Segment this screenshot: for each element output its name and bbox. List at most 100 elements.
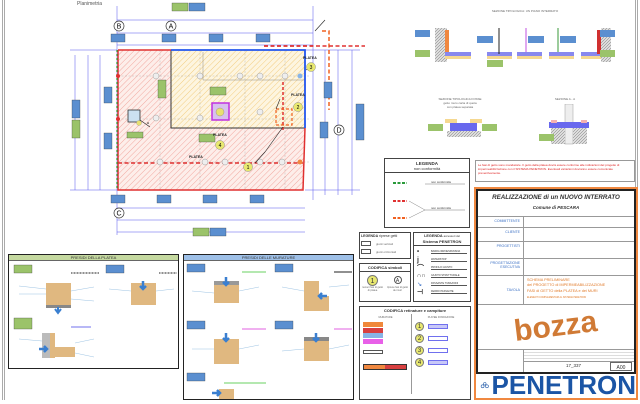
phase-symbol-icon: 1: [367, 275, 378, 286]
sheet-frame-left: [2, 0, 5, 400]
note-box: Le fasi di getto sono mandatorie. Il get…: [475, 160, 635, 182]
legend-riprese-subtitle: riprese getti: [378, 234, 398, 238]
drawing-code: 17_337: [566, 363, 582, 368]
detail-tags: [71, 2, 365, 237]
tavola-small: ELEMENTI COMPLEMENTARI AL SISTEMA PENETR…: [527, 296, 587, 299]
presidi-platea-title: PRESIDI DELLA PLATEA: [9, 255, 178, 261]
legend-riprese: LEGENDA riprese getti giunti verticali g…: [359, 232, 411, 259]
column-markers: [152, 72, 289, 166]
axis-c-marker: [113, 207, 125, 219]
murature-swatch: [363, 322, 383, 327]
tavola-line-1: SCHEMA PRELIMINARE: [527, 278, 570, 282]
platea-1-label: PLATEA: [189, 155, 203, 159]
committente-label: COMMITTENTE: [478, 217, 524, 227]
legend-nonconf-title: LEGENDA: [415, 161, 438, 166]
brand-bar: PENETRON: [476, 370, 636, 400]
presidi-murature-title: PRESIDI DELLE MURATURE: [184, 255, 353, 261]
phase-badges: 1 2 3 4: [215, 62, 316, 172]
phase-badge-4: 4: [219, 143, 222, 149]
wall-joint-symbol-icon: A: [393, 276, 402, 284]
legend-riprese-title: LEGENDA: [361, 234, 378, 238]
fosse-title: SEZIONE TIPOLOGICA FOSSE: [438, 97, 482, 101]
legend-penetron-item-5: PASSANTE TUBAZIONI: [431, 282, 467, 286]
murature-swatches: [363, 322, 408, 344]
sym1-label: numeri fasi di getto di platea: [361, 286, 384, 292]
platea-4-label: PLATEA: [213, 133, 227, 137]
fosse-subtitle-2: con platea separata: [446, 105, 474, 109]
axis-a-marker: [165, 20, 177, 32]
plan-title: Planimetria: [77, 1, 103, 7]
sym2-label: riprese fasi di getto dei muri: [386, 286, 409, 292]
penetron-brand: PENETRON: [491, 369, 636, 400]
presidi-murature-panel: PRESIDI DELLE MURATURE: [183, 254, 354, 400]
phase-badge-2: 2: [297, 105, 300, 111]
tavola-content: SCHEMA PRELIMINARE del PROGETTO di IMPER…: [524, 276, 634, 304]
phase-badge-1: 1: [247, 165, 250, 171]
murature-column-title: MURATURE: [378, 316, 393, 319]
bozza-stamp: bozza: [512, 305, 600, 348]
phase-badge-3: 3: [310, 65, 313, 71]
section-interrato-title: SEZIONE TIPOLOGICA: UN PIANO INTERRATO: [491, 9, 559, 13]
profile-icon: ⌒: [417, 265, 424, 272]
legend-nonconformita: LEGENDA non conformità non conformità no…: [384, 158, 470, 228]
platea-number-badge: 4: [415, 358, 424, 367]
murature-swatch: [363, 327, 383, 333]
legend-nonconf-item-2: non conformità: [431, 206, 451, 210]
floor-plan[interactable]: B A C D PLATEA PLATEA PLATEA PLATEA A 1 …: [60, 0, 365, 245]
title-block-outer: REALIZZAZIONE di un NUOVO INTERRATO Comu…: [474, 187, 638, 400]
presidi-platea-panel: PRESIDI DELLA PLATEA: [8, 254, 179, 369]
section-aa-drawing: [539, 104, 589, 145]
revision-area: 17_337 A00: [478, 350, 634, 372]
note-text: Le fasi di getto sono mandatorie. Il get…: [478, 163, 620, 175]
section-fosse-title: SEZIONE TIPOLOGICA FOSSE getto muro cart…: [430, 97, 490, 109]
project-comune: Comune di PESCARA: [532, 205, 580, 210]
axis-b-marker: [113, 20, 125, 32]
legend-nonconf-subtitle: non conformità: [413, 166, 441, 171]
platea-code-row: 2: [415, 334, 467, 343]
section-interrato-drawing: [415, 28, 615, 67]
presidi-murature-details: [186, 263, 352, 399]
bar-pass-icon: ⊣: [417, 289, 424, 296]
title-block: REALIZZAZIONE di un NUOVO INTERRATO Comu…: [476, 189, 636, 374]
sheet-number: A00: [610, 362, 632, 371]
axis-d-marker: [333, 124, 345, 136]
platea-number-badge: 2: [415, 334, 424, 343]
pipe-icon: ↘: [417, 281, 423, 288]
platea-code-row: 4: [415, 358, 467, 367]
platea-number-badge: 1: [415, 322, 424, 331]
platea-number-badge: 3: [415, 346, 424, 355]
legend-penetron-item-4: GIUNTO STRUTTURALE: [431, 274, 467, 278]
platea-2-label: PLATEA: [291, 93, 305, 97]
stamp-area: bozza: [478, 305, 634, 350]
legend-penetron-item-1: BARRA IDROESPANSIVA: [431, 250, 467, 254]
legend-penetron-title-suffix: accessori del: [443, 234, 460, 238]
platee-list: 1 2 3 4: [415, 322, 467, 367]
legend-penetron-item-2: WATERSTOP: [431, 258, 467, 262]
project-title: REALIZZAZIONE di un NUOVO INTERRATO: [492, 194, 620, 201]
blue-wall-border: [171, 49, 306, 128]
fosse-subtitle-1: getto muro carta di quota: [443, 101, 477, 105]
axis-markers: B A C D: [113, 20, 345, 219]
legend-penetron-item-3: PROFILO GIUNTO: [431, 266, 467, 270]
axis-d-label: D: [336, 128, 341, 135]
tavola-line-3: FASI di GETTO della PLATEA e dei MURI: [527, 289, 598, 293]
codifica-retinature: CODIFICA retinature e campiture MURATURE…: [359, 306, 471, 400]
pit-marker: [275, 108, 293, 126]
legend-riprese-item-2: giunti orizzontali: [376, 249, 397, 254]
joint-icon: ∩∩: [417, 273, 426, 279]
legend-penetron: LEGENDA accessori del Sistema PENETRON •…: [413, 232, 471, 302]
platea-code-row: 3: [415, 346, 467, 355]
axis-b-label: B: [117, 24, 122, 31]
codifica-simboli: CODIFICA simboli 1 numeri fasi di getto …: [359, 263, 411, 302]
section-aa-title: SEZIONE A - A: [554, 97, 576, 101]
legend-penetron-subtitle: Sistema PENETRON: [422, 239, 462, 244]
legend-penetron-title: LEGENDA: [424, 234, 443, 238]
cliente-label: CLIENTE: [478, 228, 524, 241]
legend-nonconf-item-1: non conformità: [431, 180, 451, 184]
j-bar-icon: j: [417, 256, 419, 264]
presidi-platea-details: [13, 264, 177, 358]
axis-a-label: A: [169, 24, 174, 31]
section-fosse-drawing: [428, 119, 497, 137]
legend-riprese-item-1: giunti verticali: [376, 241, 393, 246]
codifica-simboli-title: CODIFICA simboli: [360, 264, 410, 272]
